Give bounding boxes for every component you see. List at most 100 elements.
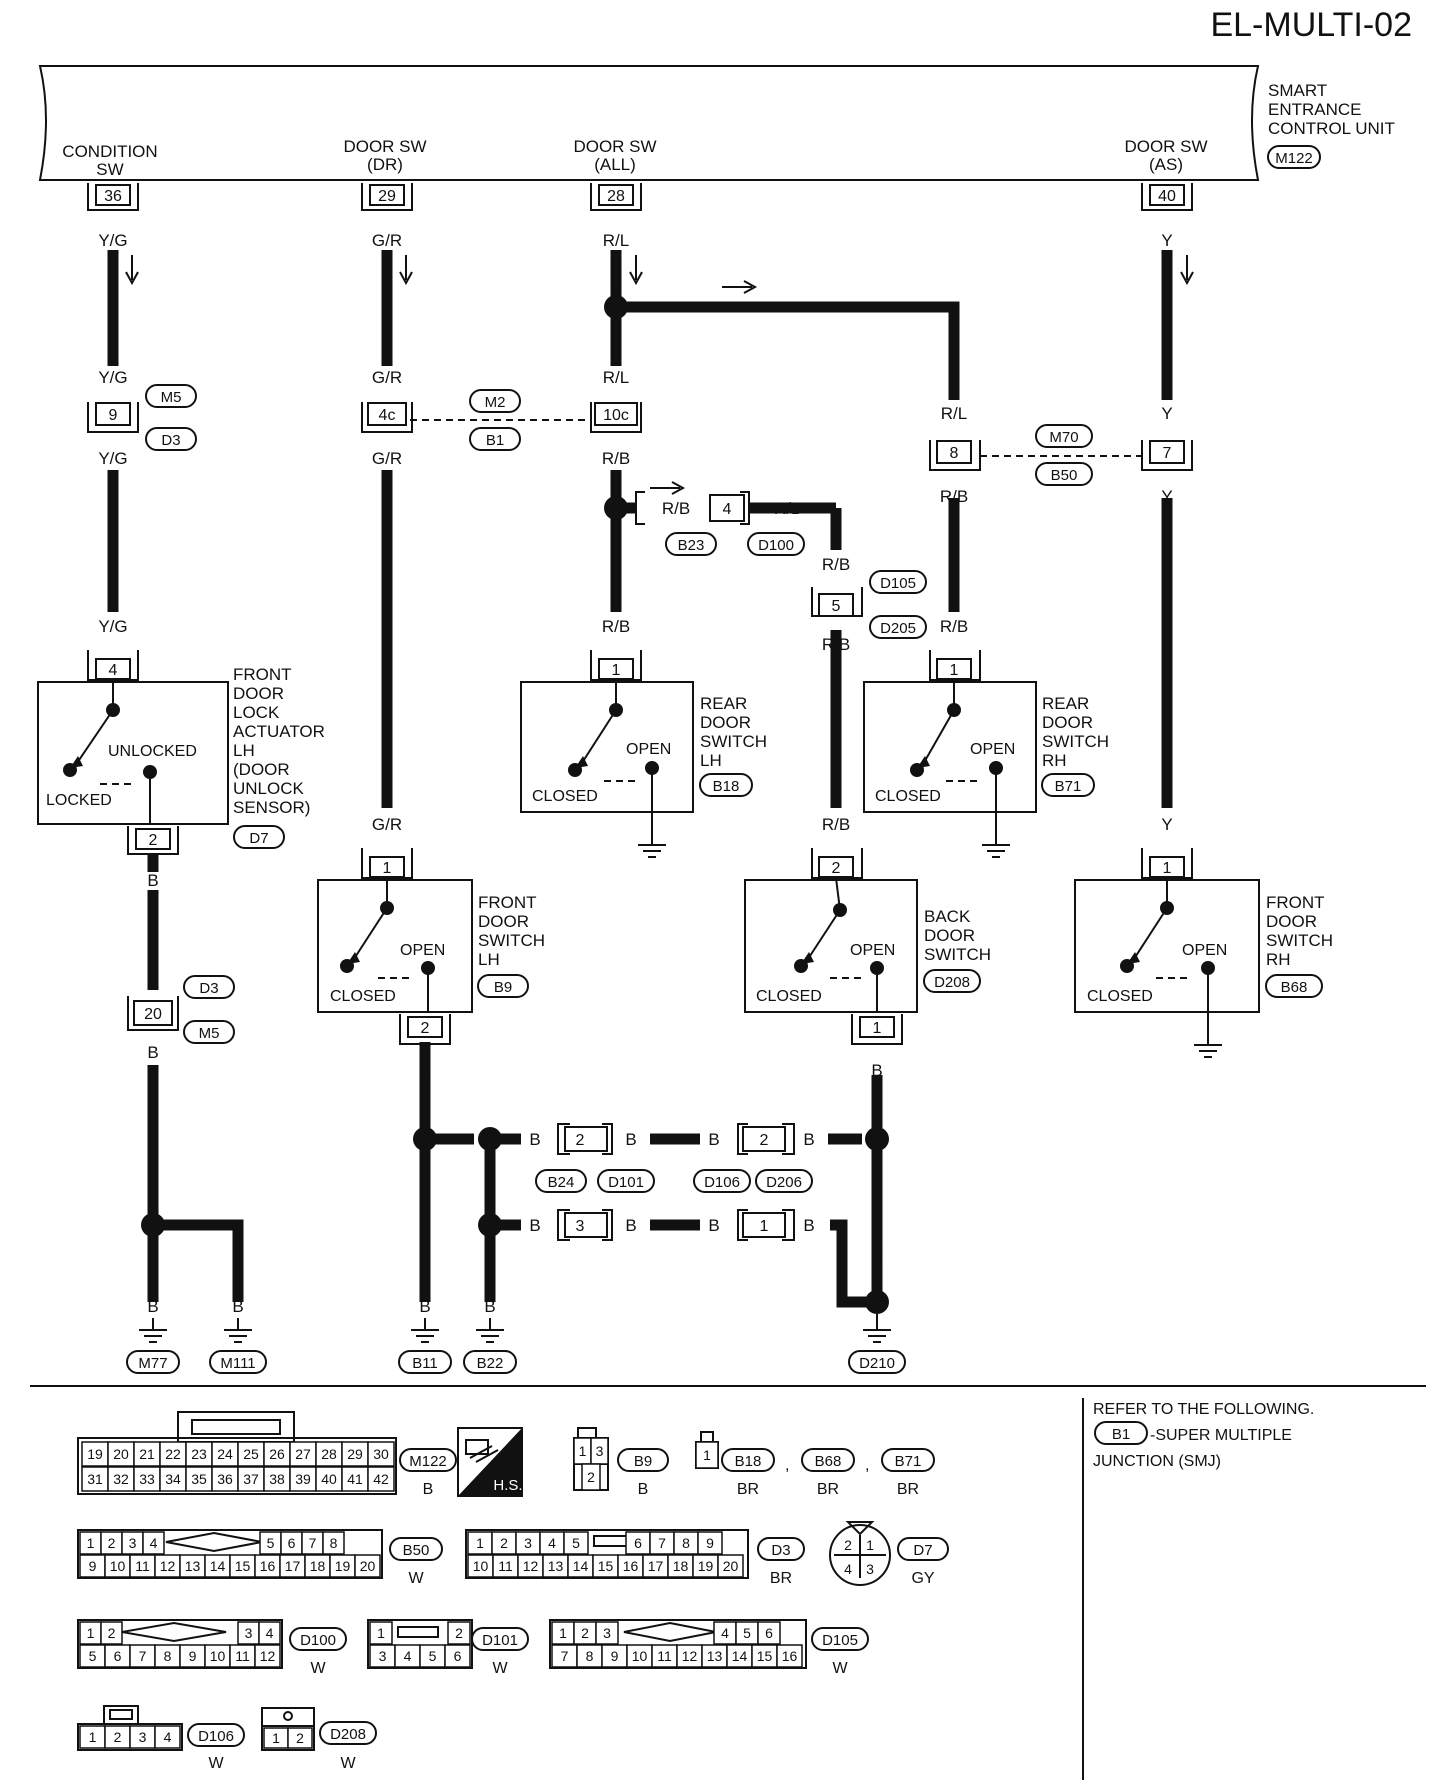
- pin-label: 7: [561, 1648, 569, 1664]
- pin-label: 12: [160, 1558, 176, 1574]
- pin-label: 9: [89, 1558, 97, 1574]
- component-name: LH: [478, 950, 500, 969]
- pin-label: 9: [611, 1648, 619, 1664]
- pin-label: 17: [648, 1558, 664, 1574]
- pin-label: 28: [321, 1446, 337, 1462]
- connector-face-tag: B68: [815, 1453, 842, 1470]
- wire-label: R/L: [941, 404, 967, 423]
- wire-label: Y: [1161, 231, 1172, 250]
- arrow-down-icon: [399, 255, 413, 286]
- pin-label: 1: [559, 1625, 567, 1641]
- wire-label: B: [625, 1130, 636, 1149]
- wire-label: R/B: [940, 617, 968, 636]
- pin-cell: [367, 1466, 395, 1492]
- terminal-doordr-name2: (DR): [367, 155, 403, 174]
- pin-label: 1: [89, 1729, 97, 1745]
- pin-label: 18: [673, 1558, 689, 1574]
- component-name: LOCK: [233, 703, 280, 722]
- splice-dot: [604, 496, 628, 520]
- wire-label: Y/G: [98, 231, 127, 250]
- front-door-lock-actuator-lh: 4 UNLOCKED LOCKED 2 FRONT DOOR LOCK ACTU…: [37, 650, 325, 872]
- connector-tag: D105: [880, 575, 916, 592]
- state-locked: LOCKED: [46, 792, 112, 809]
- pin-label: 8: [164, 1648, 172, 1664]
- connector-face-color: BR: [770, 1570, 792, 1587]
- wire-label: B: [484, 1297, 495, 1316]
- separator-comma: ,: [865, 1457, 869, 1474]
- pin-cell: [154, 1725, 181, 1749]
- page-code: EL-MULTI-02: [1210, 6, 1412, 44]
- refer-tag: B1: [1112, 1426, 1130, 1443]
- pin-label: 13: [707, 1648, 723, 1664]
- pin-label: 35: [191, 1471, 207, 1487]
- connector-tag: B24: [548, 1174, 575, 1191]
- splice-dot: [865, 1127, 889, 1151]
- connector-tag: D3: [161, 432, 180, 449]
- pin-number: 10c: [603, 407, 629, 424]
- pin-label: 15: [598, 1558, 614, 1574]
- component-name: DOOR: [700, 713, 751, 732]
- pin-label: 4: [404, 1648, 412, 1664]
- pin-label: 7: [658, 1535, 666, 1551]
- ground-tag: M111: [220, 1355, 255, 1372]
- connector-5: 5 D105 D205: [811, 570, 927, 639]
- wire-label: R/L: [603, 231, 629, 250]
- pin-label: 20: [723, 1558, 739, 1574]
- rear-door-switch-rh: 1 OPEN CLOSED REAR DOOR SWITCH RH B71: [863, 650, 1109, 858]
- pin-number: 20: [144, 1006, 162, 1023]
- pin-cell: [287, 1727, 313, 1749]
- wire-label: Y: [1161, 815, 1172, 834]
- splice-dot: [478, 1127, 502, 1151]
- pin-label: 4: [150, 1535, 158, 1551]
- connector-tag: D206: [766, 1174, 802, 1191]
- connector-face-tag: B18: [735, 1453, 762, 1470]
- component-name: SWITCH: [1266, 931, 1333, 950]
- component-name: SWITCH: [1042, 732, 1109, 751]
- pin-number: 1: [760, 1218, 769, 1235]
- connector-face-color: B: [638, 1481, 649, 1498]
- wire-label: R/B: [822, 635, 850, 654]
- wire-label: G/R: [372, 231, 402, 250]
- pin-cell: [697, 1531, 723, 1555]
- pin-label: 1: [476, 1535, 484, 1551]
- pin-cell: [107, 1441, 135, 1467]
- pin-label: 10: [473, 1558, 489, 1574]
- pin-cell: [100, 1621, 123, 1645]
- connector-face-b18: B18 BR , B68 BR , B71 BR 1: [695, 1431, 935, 1498]
- terminal-36-connector: 36: [87, 183, 139, 211]
- pin-label: 7: [139, 1648, 147, 1664]
- connector-face-tag: D100: [300, 1632, 336, 1649]
- pin-label: 20: [113, 1446, 129, 1462]
- pin-label: 2: [500, 1535, 508, 1551]
- wire-label: R/B: [774, 499, 802, 518]
- connector-tag: D208: [934, 974, 970, 991]
- connector-7: 7: [1141, 440, 1193, 471]
- component-name: REAR: [700, 694, 747, 713]
- pin-cell: [369, 1621, 393, 1645]
- ground-b11: B11: [398, 1318, 452, 1374]
- pin-label: 6: [765, 1625, 773, 1641]
- terminal-condition-name1: CONDITION: [62, 142, 157, 161]
- splice-dot: [478, 1213, 502, 1237]
- pin-cell: [563, 1531, 589, 1555]
- arrow-right-icon: [650, 481, 686, 495]
- component-name: DOOR: [478, 912, 529, 931]
- pin-cell: [595, 1621, 619, 1645]
- connector-ground-1: 1: [737, 1209, 795, 1241]
- state-closed: CLOSED: [330, 988, 396, 1005]
- wire-label: B: [419, 1061, 430, 1080]
- pin-label: 22: [165, 1446, 181, 1462]
- wire-label: B: [529, 1216, 540, 1235]
- state-open: OPEN: [1182, 942, 1227, 959]
- arrow-down-icon: [125, 255, 139, 286]
- pin-label: 1: [87, 1535, 95, 1551]
- splices: [141, 295, 889, 1314]
- component-name: BACK: [924, 907, 971, 926]
- unit-connector-tag: M122: [1267, 145, 1321, 169]
- ground-b22: B22: [463, 1318, 517, 1374]
- connector-face-tag: D7: [913, 1542, 932, 1559]
- component-name: LH: [700, 751, 722, 770]
- pin-label: 4: [844, 1561, 852, 1577]
- pin-label: 38: [269, 1471, 285, 1487]
